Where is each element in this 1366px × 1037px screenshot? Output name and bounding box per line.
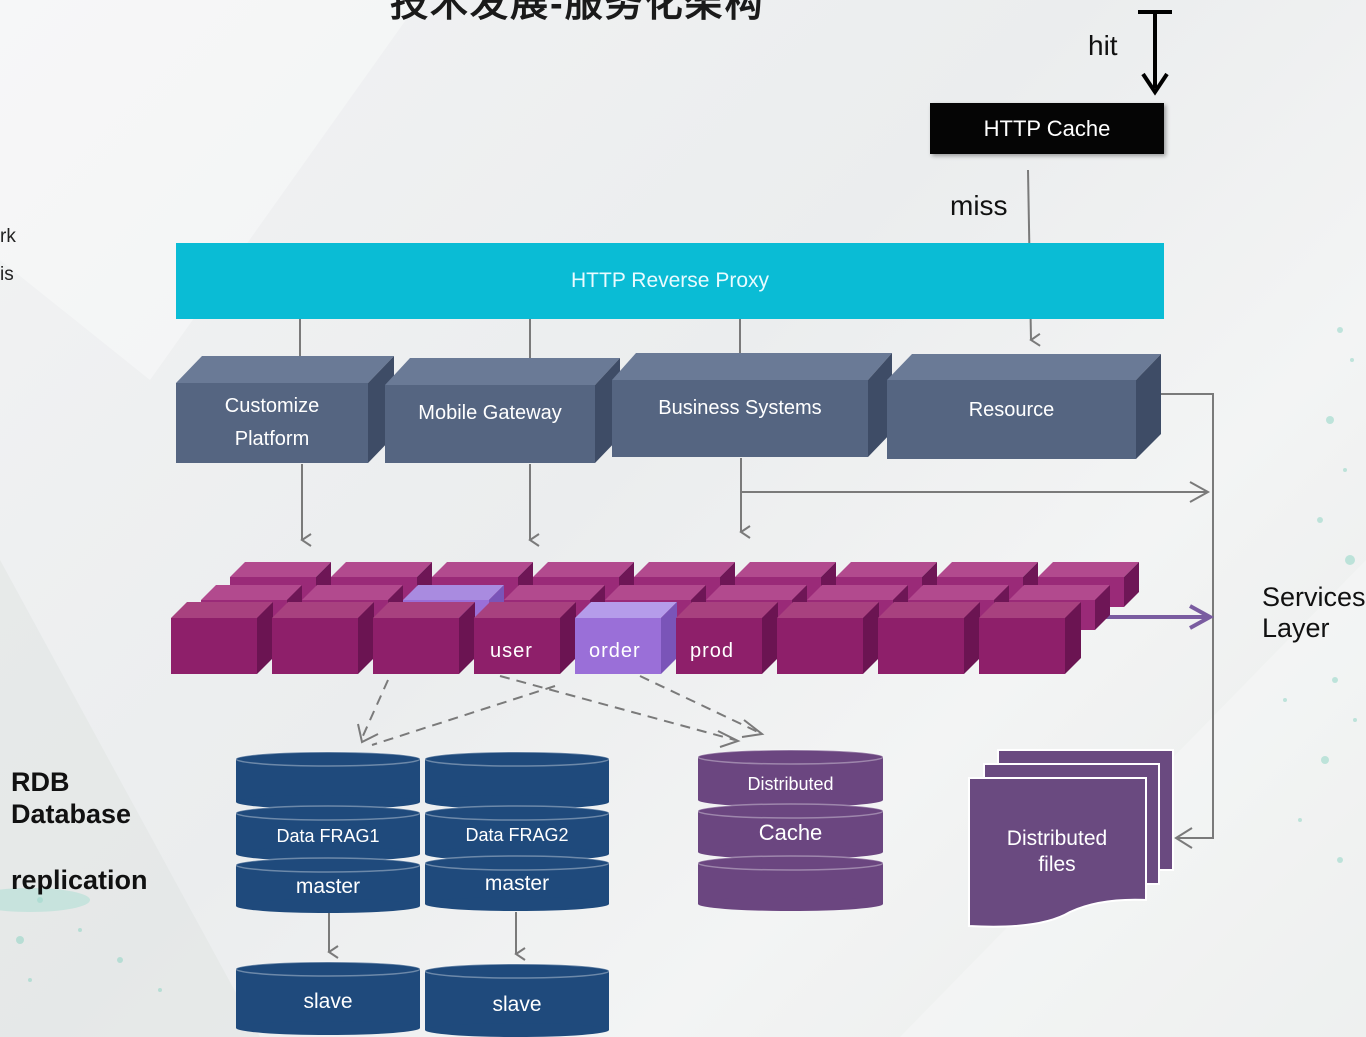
rdb-line2: Database [11, 799, 132, 829]
files-label-line2: files [1038, 853, 1076, 876]
frag1-label: Data FRAG1 [276, 826, 380, 846]
prod-cube-label: prod [690, 640, 735, 662]
services-layer-label: Services Layer [1262, 582, 1366, 644]
cube-front-row [171, 602, 1081, 674]
cache-label-segment [697, 803, 884, 859]
services-layer-line2: Layer [1262, 613, 1330, 643]
frag2-slave-cylinder [424, 963, 610, 1037]
page-title: 技术发展-服务化架构 [390, 0, 765, 25]
frag1-master-segment [235, 857, 421, 913]
resource-block [887, 354, 1161, 459]
resource-box: Resource [887, 380, 1136, 459]
customize-platform-box: Customize Platform [176, 383, 368, 463]
cube-front [171, 602, 273, 674]
customize-label-line1: Customize [224, 395, 320, 417]
frag2-slave-label: slave [492, 993, 542, 1016]
cube-front [878, 602, 980, 674]
frag1-slave-cylinder [235, 961, 421, 1035]
rdb-database-label: RDB Database [11, 766, 131, 830]
reverse-proxy-bar: HTTP Reverse Proxy [176, 243, 1164, 319]
frag1-master-label: master [295, 875, 361, 898]
services-layer-line1: Services [1262, 582, 1366, 612]
distributed-files-stack [968, 749, 1174, 928]
cube-front [676, 602, 778, 674]
frag2-top-segment [424, 751, 610, 809]
frag2-label: Data FRAG2 [465, 825, 569, 845]
user-cube-label: user [490, 640, 533, 662]
left-fragment-2: is [0, 264, 14, 285]
order-cube-label: order [589, 640, 641, 662]
cube-front [979, 602, 1081, 674]
business-systems-box: Business Systems [612, 380, 868, 457]
mobile-gateway-box: Mobile Gateway [385, 385, 595, 463]
cache-label-line2: Cache [758, 820, 823, 845]
frag2-master-label: master [484, 872, 550, 895]
distributed-files-label: Distributed files [968, 826, 1146, 878]
cube-front [575, 602, 677, 674]
replication-label: replication [11, 865, 148, 895]
rdb-line1: RDB [11, 767, 70, 797]
cache-label-line1: Distributed [747, 774, 834, 794]
frag1-top-segment [235, 751, 421, 809]
hit-label: hit [1088, 30, 1118, 61]
customize-label-line2: Platform [234, 428, 310, 450]
business-systems-block [612, 353, 892, 457]
cache-bottom-segment [697, 855, 884, 911]
cube-front [474, 602, 576, 674]
http-cache-box: HTTP Cache [930, 103, 1164, 154]
frag2-master-segment [424, 855, 610, 911]
frag1-slave-label: slave [303, 990, 353, 1013]
cube-front [777, 602, 879, 674]
frag1-label-segment [235, 805, 421, 861]
cache-top-segment [697, 749, 884, 807]
cube-front [373, 602, 475, 674]
cube-front [272, 602, 374, 674]
left-fragment-1: rk [0, 226, 16, 247]
files-label-line1: Distributed [1006, 827, 1108, 850]
miss-label: miss [950, 190, 1008, 221]
